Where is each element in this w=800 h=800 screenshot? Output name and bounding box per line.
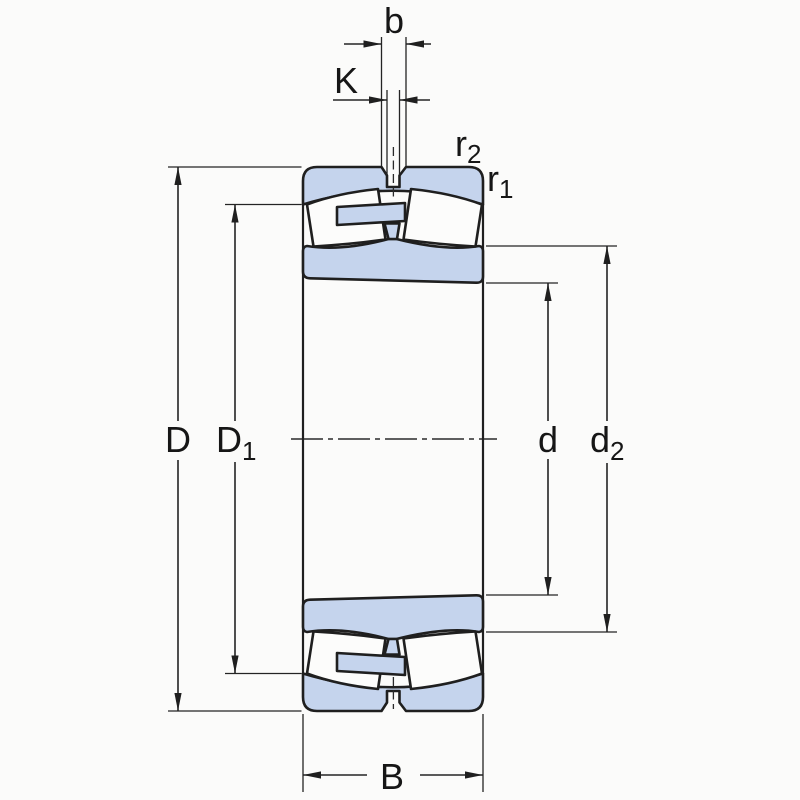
label-outside-diameter-D: D bbox=[165, 419, 191, 460]
arrowhead-d-up bbox=[544, 283, 552, 301]
arrowhead-B-right bbox=[465, 771, 483, 779]
arrowhead-d2-down bbox=[603, 614, 611, 632]
roller-right bbox=[402, 187, 484, 248]
arrowhead-K-left bbox=[369, 96, 387, 104]
label-width-B: B bbox=[380, 756, 404, 797]
arrowhead-D-down bbox=[174, 693, 182, 711]
arrowhead-B-left bbox=[303, 771, 321, 779]
arrowhead-d2-up bbox=[603, 246, 611, 264]
arrowhead-b-right bbox=[406, 40, 424, 48]
outer-ring bbox=[301, 165, 485, 206]
arrowhead-d-down bbox=[544, 577, 552, 595]
label-hole-diameter-K: K bbox=[334, 60, 358, 101]
label-shoulder-diameter-D1: D1 bbox=[216, 419, 256, 466]
label-groove-width-b: b bbox=[384, 0, 404, 41]
label-chamfer-r1: r1 bbox=[487, 158, 513, 204]
guide-ring bbox=[383, 222, 401, 241]
arrowhead-K-right bbox=[399, 96, 418, 104]
label-bore-diameter-d: d bbox=[538, 419, 558, 460]
arrowhead-b-left bbox=[363, 40, 382, 48]
bearing-half-top bbox=[301, 165, 485, 285]
cage-bar bbox=[335, 201, 407, 227]
arrowhead-D1-up bbox=[231, 204, 239, 223]
label-chamfer-r2: r2 bbox=[455, 123, 481, 169]
arrowhead-D-up bbox=[174, 167, 182, 185]
arrowhead-D1-down bbox=[231, 655, 239, 674]
label-shoulder-diameter-d2: d2 bbox=[590, 419, 625, 466]
